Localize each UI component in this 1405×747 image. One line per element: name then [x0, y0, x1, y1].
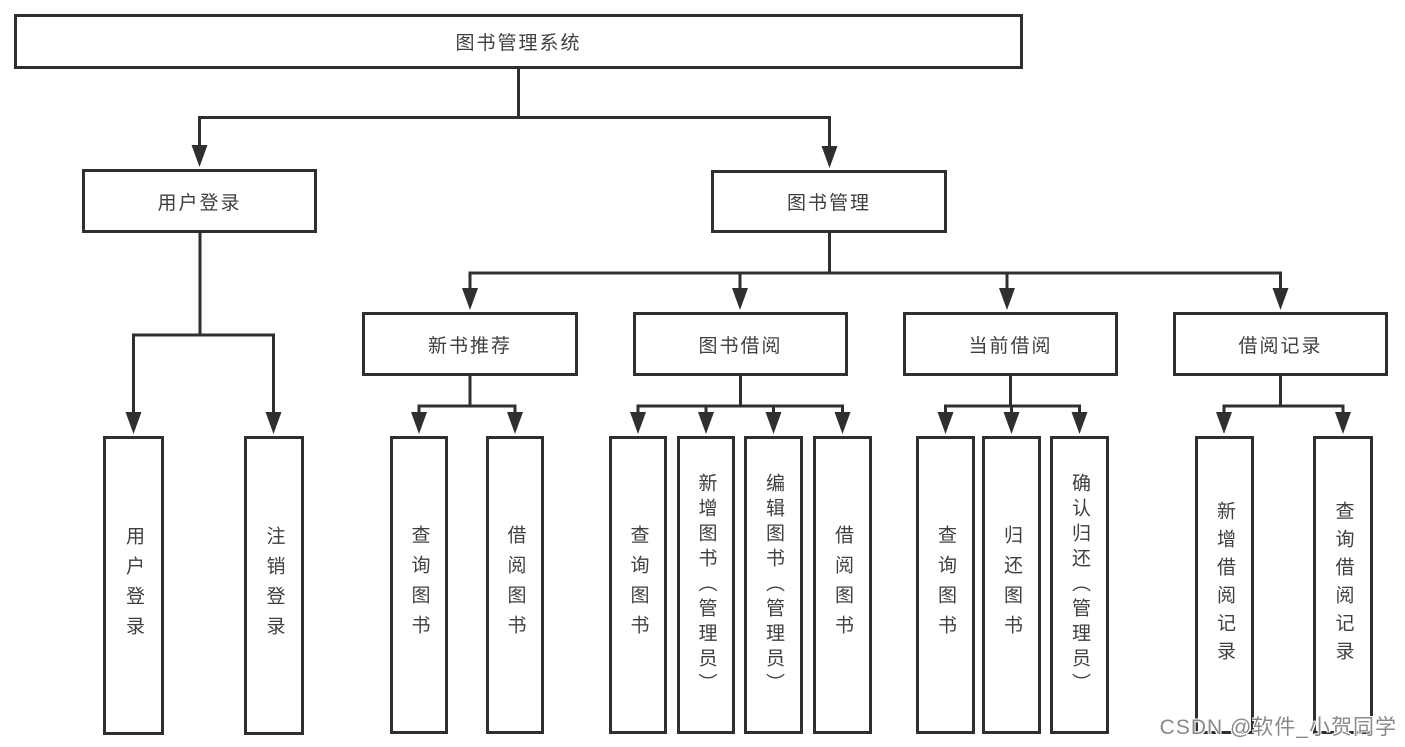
node-add-borrow-record: 新增借阅记录 — [1195, 436, 1254, 734]
node-label: 查询图书 — [408, 525, 430, 645]
node-current-borrowing: 当前借阅 — [903, 312, 1118, 376]
node-edit-book-admin: 编辑图书（管理员） — [744, 436, 803, 734]
node-add-book-admin: 新增图书（管理员） — [677, 436, 735, 734]
node-query-books-recommend: 查询图书 — [390, 436, 448, 734]
node-query-borrow-record: 查询借阅记录 — [1313, 436, 1373, 734]
csdn-watermark: CSDN @软件_小贺同学 — [1159, 716, 1397, 739]
node-label: 编辑图书（管理员） — [763, 472, 784, 698]
node-book-management-branch: 图书管理 — [711, 170, 947, 233]
node-return-book: 归还图书 — [982, 436, 1041, 734]
node-logout: 注销登录 — [244, 436, 304, 735]
node-label: 查询图书 — [935, 525, 956, 645]
node-label: 查询图书 — [627, 525, 649, 645]
node-label: 图书管理 — [786, 193, 871, 214]
node-borrowing-records: 借阅记录 — [1173, 312, 1388, 376]
node-label: 借阅图书 — [832, 525, 853, 645]
node-query-books-current: 查询图书 — [916, 436, 975, 734]
node-label: 图书管理系统 — [455, 33, 582, 54]
node-borrow-books: 借阅图书 — [813, 436, 872, 734]
node-label: 借阅图书 — [504, 525, 526, 645]
node-book-borrowing: 图书借阅 — [633, 312, 848, 376]
node-label: 确认归还（管理员） — [1069, 472, 1090, 698]
node-label: 用户登录 — [157, 192, 242, 214]
node-label: 归还图书 — [1001, 525, 1022, 645]
node-label: 查询借阅记录 — [1332, 501, 1354, 669]
node-label: 新书推荐 — [427, 335, 512, 357]
node-label: 当前借阅 — [968, 335, 1053, 357]
node-label: 新增借阅记录 — [1214, 501, 1235, 669]
node-confirm-return-admin: 确认归还（管理员） — [1050, 436, 1109, 734]
node-label: 借阅记录 — [1238, 335, 1323, 357]
node-user-login-branch: 用户登录 — [82, 169, 317, 233]
node-query-books-borrow: 查询图书 — [609, 436, 667, 734]
node-label: 用户登录 — [123, 525, 144, 646]
node-label: 新增图书（管理员） — [695, 472, 717, 698]
node-library-management-system: 图书管理系统 — [14, 14, 1023, 69]
node-new-book-recommend: 新书推荐 — [362, 312, 578, 376]
node-borrow-books-recommend: 借阅图书 — [486, 436, 544, 734]
node-label: 图书借阅 — [698, 335, 783, 357]
node-user-login: 用户登录 — [103, 436, 164, 735]
node-label: 注销登录 — [263, 525, 285, 646]
